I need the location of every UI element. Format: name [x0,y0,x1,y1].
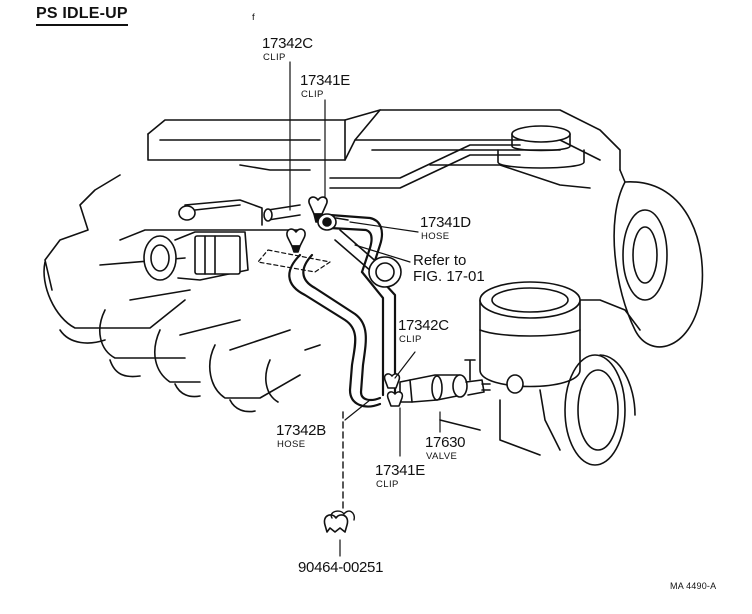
drawing-code: MA 4490-A [670,581,717,591]
leader-lines [289,61,441,457]
idle-up-valve [399,374,491,403]
hose-joint-d [317,213,349,231]
corner-tick-mark: f [252,12,256,23]
clip-top-b [286,228,306,253]
clip-90464 [323,510,356,533]
hose-17342B-path [288,253,382,408]
diagram-title: PS IDLE-UP [36,4,128,26]
engine-block [44,169,641,456]
part-name-17342B: HOSE [277,439,306,450]
ps-reservoir [464,281,581,394]
part-number-90464-00251: 90464-00251 [298,559,384,576]
pulley-cover [613,181,704,348]
part-name-17341D: HOSE [421,231,450,242]
part-number-17341E-bottom: 17341E [375,462,425,479]
throttle-body [143,199,263,281]
part-number-17630: 17630 [425,434,466,451]
part-name-17341E-bottom: CLIP [376,479,399,490]
oil-filler-cap [497,125,585,169]
part-number-17342B: 17342B [276,422,326,439]
part-number-17342C-top: 17342C [262,35,313,52]
reference-line-1: Refer to [413,252,467,269]
part-name-17342C-right: CLIP [399,334,422,345]
breather-pipe [329,144,521,189]
part-number-17341E-top: 17341E [300,72,350,89]
part-name-17341E-top: CLIP [301,89,324,100]
crank-pulley [564,354,636,466]
reference-line-2: FIG. 17-01 [413,268,485,285]
part-number-17342C-right: 17342C [398,317,449,334]
part-name-17630: VALVE [426,451,458,462]
part-name-17342C-top: CLIP [263,52,286,63]
intake-manifold [43,229,321,413]
valve-cover [147,109,621,189]
placement-box [257,249,331,273]
vacuum-port [263,204,301,222]
air-pipe [334,229,402,288]
clip-valve-b [386,391,404,407]
part-number-17341D: 17341D [420,214,471,231]
